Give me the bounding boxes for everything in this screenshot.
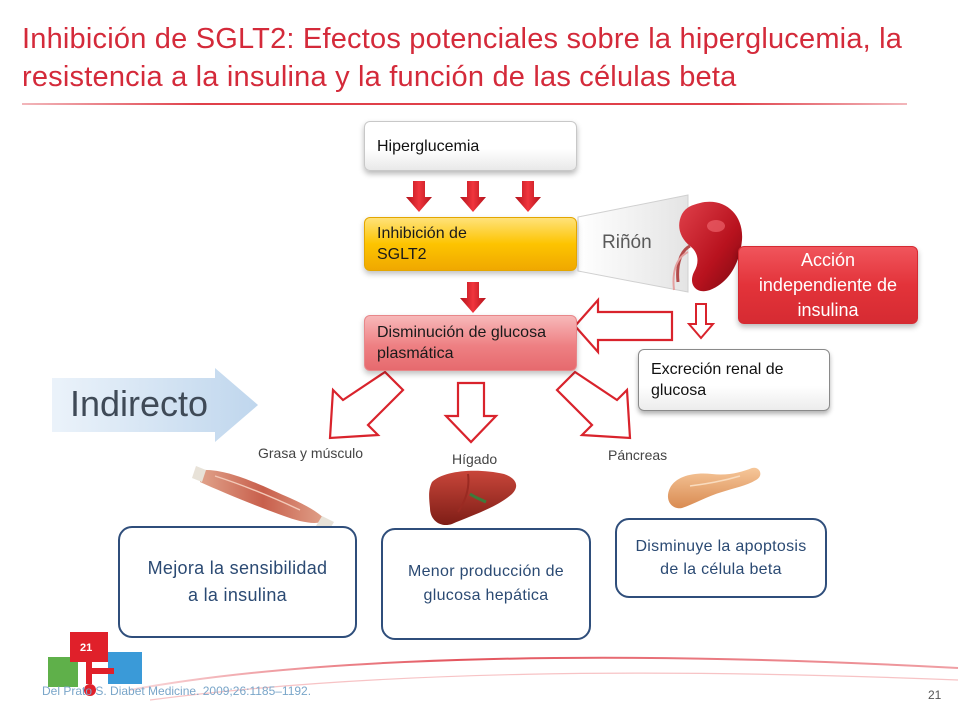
logo-icon bbox=[48, 632, 142, 696]
indirect-arrow bbox=[52, 368, 258, 442]
beta-apoptosis-box: Disminuye la apoptosis de la célula beta bbox=[615, 518, 827, 598]
hepatic-glucose-label: Menor producción de glucosa hepática bbox=[407, 563, 564, 604]
renal-excretion-box: Excreción renal de glucosa bbox=[638, 349, 830, 411]
title-divider bbox=[22, 103, 907, 105]
pancreas-label: Páncreas bbox=[608, 447, 668, 463]
plasma-glucose-box: Disminución de glucosa plasmática bbox=[364, 315, 577, 371]
hyperglycemia-box: Hiperglucemia bbox=[364, 121, 577, 171]
liver-icon bbox=[429, 470, 517, 526]
hollow-arrow-down-kidney bbox=[686, 303, 716, 340]
red-arrow-middle bbox=[460, 282, 486, 313]
insulin-independent-box: Acción independiente de insulina bbox=[738, 246, 918, 324]
citation: Del Prato S. Diabet Medicine. 2009;26:11… bbox=[42, 684, 312, 698]
hepatic-glucose-box: Menor producción de glucosa hepática bbox=[381, 528, 591, 640]
red-arrows-top bbox=[406, 181, 541, 212]
hollow-arrows-organs bbox=[328, 370, 632, 444]
fat-muscle-label: Grasa y músculo bbox=[258, 445, 364, 461]
insulin-independent-label: Acción independiente de insulina bbox=[758, 249, 898, 320]
kidney-label: Riñón bbox=[602, 232, 652, 253]
hollow-arrow-left bbox=[573, 297, 674, 355]
hyperglycemia-label: Hiperglucemia bbox=[377, 137, 480, 155]
liver-label: Hígado bbox=[452, 451, 498, 467]
kidney-panel bbox=[577, 194, 689, 293]
logo-number: 21 bbox=[80, 642, 93, 654]
renal-excretion-label: Excreción renal de glucosa bbox=[651, 361, 784, 399]
beta-apoptosis-label: Disminuye la apoptosis de la célula beta bbox=[635, 538, 807, 578]
plasma-glucose-label: Disminución de glucosa plasmática bbox=[377, 324, 546, 362]
kidney-icon bbox=[672, 201, 743, 292]
indirect-label: Indirecto bbox=[70, 383, 209, 424]
page-number: 21 bbox=[928, 688, 942, 702]
footer-swoosh-2 bbox=[149, 672, 959, 701]
muscle-icon bbox=[192, 466, 334, 532]
footer-swoosh bbox=[129, 656, 959, 691]
sglt2-inhibition-box: Inhibición de SGLT2 bbox=[364, 217, 577, 271]
insulin-sensitivity-box: Mejora la sensibilidad a la insulina bbox=[118, 526, 357, 638]
sglt2-inhibition-label: Inhibición de SGLT2 bbox=[377, 225, 467, 263]
slide-title: Inhibición de SGLT2: Efectos potenciales… bbox=[22, 23, 903, 93]
pancreas-icon bbox=[667, 467, 761, 509]
insulin-sensitivity-label: Mejora la sensibilidad a la insulina bbox=[147, 558, 328, 605]
